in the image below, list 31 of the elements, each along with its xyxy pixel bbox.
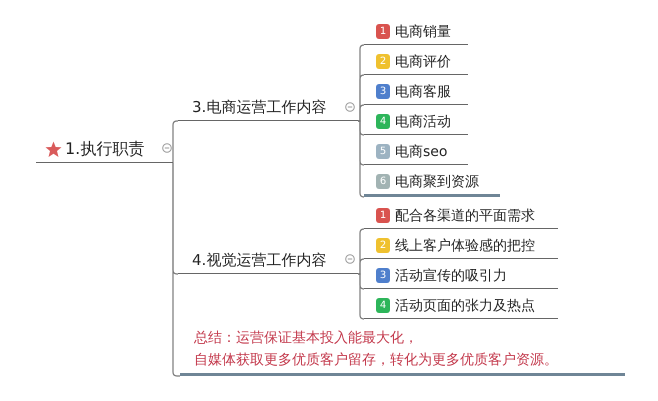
topic-text: 3.电商运营工作内容	[192, 98, 326, 117]
topic-text: 配合各渠道的平面需求	[395, 206, 535, 224]
number-badge: 3	[376, 268, 390, 283]
topic-text: 电商seo	[395, 142, 448, 160]
summary-text: 自媒体获取更多优质客户留存，转化为更多优质客户资源。	[194, 350, 558, 370]
topic-text: 电商评价	[395, 52, 451, 70]
number-badge: 6	[376, 174, 390, 189]
topic-text: 1.执行职责	[65, 139, 144, 160]
connector-line	[172, 120, 178, 164]
topic-text: 活动宣传的吸引力	[395, 266, 507, 284]
number-badge: 4	[376, 298, 390, 313]
number-badge: 3	[376, 84, 390, 99]
topic-text: 电商销量	[395, 22, 451, 40]
connector-line	[358, 273, 365, 320]
topic-text: 电商活动	[395, 112, 451, 130]
topic-text: 电商聚到资源	[395, 172, 479, 190]
number-badge: 4	[376, 114, 390, 129]
connector-line	[358, 258, 365, 275]
number-badge: 1	[376, 24, 390, 39]
topic-text: 活动页面的张力及热点	[395, 296, 535, 314]
connector-line	[358, 104, 365, 122]
number-badge: 1	[376, 208, 390, 223]
topic-text: 线上客户体验感的把控	[395, 236, 535, 254]
number-badge: 2	[376, 238, 390, 253]
connector-line	[358, 120, 365, 198]
topic-text: 4.视觉运营工作内容	[192, 251, 326, 270]
number-badge: 2	[376, 54, 390, 69]
connector-line	[172, 162, 180, 377]
topic-text: 电商客服	[395, 82, 451, 100]
number-badge: 5	[376, 144, 390, 159]
summary-text: 总结：运营保证基本投入能最大化，	[194, 328, 418, 348]
